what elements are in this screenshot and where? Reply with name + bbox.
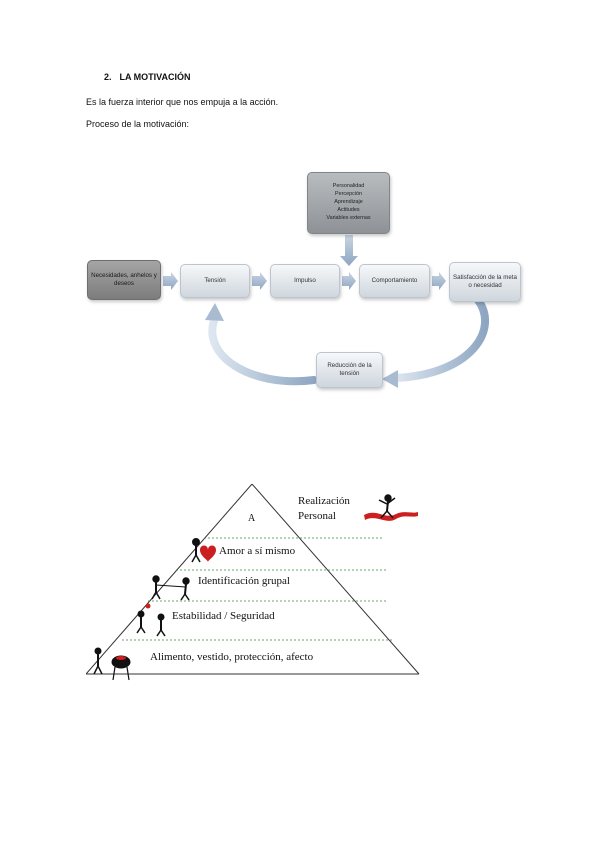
behavior-label: Comportamiento [371, 277, 418, 285]
section-title: LA MOTIVACIÓN [119, 72, 191, 82]
definition-text: Es la fuerza interior que nos empuja a l… [86, 97, 279, 107]
section-heading: 2. LA MOTIVACIÓN [104, 72, 191, 82]
realization-line1: Realización [298, 495, 350, 507]
level-group-identification: Identificación grupal [198, 575, 290, 587]
reduction-box: Reducción de la tensión [316, 352, 383, 388]
pyramid-top-letter: A [248, 513, 256, 524]
behavior-box: Comportamiento [359, 264, 430, 298]
curve-satisfaction-to-reduction [391, 296, 490, 382]
grill-figure [93, 647, 131, 681]
realization-line2: Personal [298, 510, 336, 522]
arrow-impulse-to-behavior [342, 272, 356, 290]
arrow-factors-down [340, 235, 358, 266]
factors-box: Personalidad Percepción Aprendizaje Acti… [307, 172, 390, 234]
needs-label: Necesidades, anhelos y deseos [91, 272, 157, 287]
impulse-label: Impulso [294, 277, 316, 285]
runner-figure [378, 494, 396, 519]
curve-reduction-to-tension [208, 314, 318, 386]
climber-heart-figure [191, 538, 201, 563]
climbers-group-figure [151, 575, 190, 601]
pyramid-drawing [86, 484, 420, 681]
needs-box: Necesidades, anhelos y deseos [87, 260, 161, 300]
level-basic-needs: Alimento, vestido, protección, afecto [150, 651, 314, 663]
section-number: 2. [104, 72, 112, 82]
level-self-love: Amor a sí mismo [219, 545, 296, 557]
tension-box: Tensión [180, 264, 250, 298]
factor-item: Variables externas [326, 214, 371, 221]
fire-icon [116, 656, 126, 660]
arrow-tension-to-impulse [252, 272, 267, 290]
apple-icon [145, 603, 151, 609]
level-stability-security: Estabilidad / Seguridad [172, 610, 275, 622]
process-title: Proceso de la motivación: [86, 119, 190, 129]
needs-pyramid: A Realización Personal Amor a sí mismo I… [86, 484, 420, 684]
heart-icon [200, 545, 216, 562]
factor-item: Aprendizaje [334, 199, 363, 206]
factor-item: Personalidad [332, 183, 365, 190]
tension-label: Tensión [204, 277, 226, 285]
climbers-stability-figure [136, 610, 166, 637]
factor-item: Actitudes [337, 206, 360, 213]
impulse-box: Impulso [270, 264, 340, 298]
arrow-behavior-to-satisfaction [432, 272, 446, 290]
arrow-needs-to-tension [163, 272, 178, 290]
satisfaction-label: Satisfacción de la meta o necesidad [453, 274, 517, 289]
reduction-label: Reducción de la tensión [327, 362, 372, 377]
satisfaction-box: Satisfacción de la meta o necesidad [449, 262, 521, 302]
process-diagram-arrows [163, 235, 490, 388]
factor-item: Percepción [335, 191, 362, 198]
